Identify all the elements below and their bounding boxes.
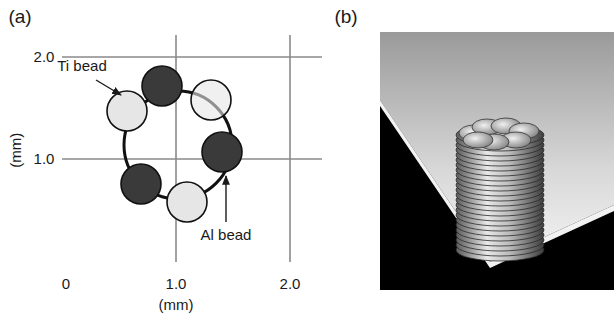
axis-label: (mm) (8, 133, 25, 168)
tick-label: 1.0 (34, 151, 55, 168)
panel-letter: (b) (334, 7, 357, 28)
beads (107, 66, 242, 222)
leader-arrow (225, 176, 226, 222)
bead-stack (456, 118, 544, 261)
axis-label: (mm) (159, 297, 194, 314)
tick-label: 0 (62, 276, 70, 293)
shadow-ground (380, 100, 614, 290)
top-bead (463, 132, 493, 148)
tick-label: 2.0 (280, 276, 301, 293)
panel-letter: (a) (8, 7, 31, 28)
plate-edge (380, 100, 614, 268)
tick-label: 2.0 (34, 49, 55, 66)
tick-label: 1.0 (166, 276, 187, 293)
callout-label: Al bead (201, 227, 252, 244)
leader-arrow (96, 80, 121, 95)
callout-label: Ti bead (57, 58, 106, 75)
